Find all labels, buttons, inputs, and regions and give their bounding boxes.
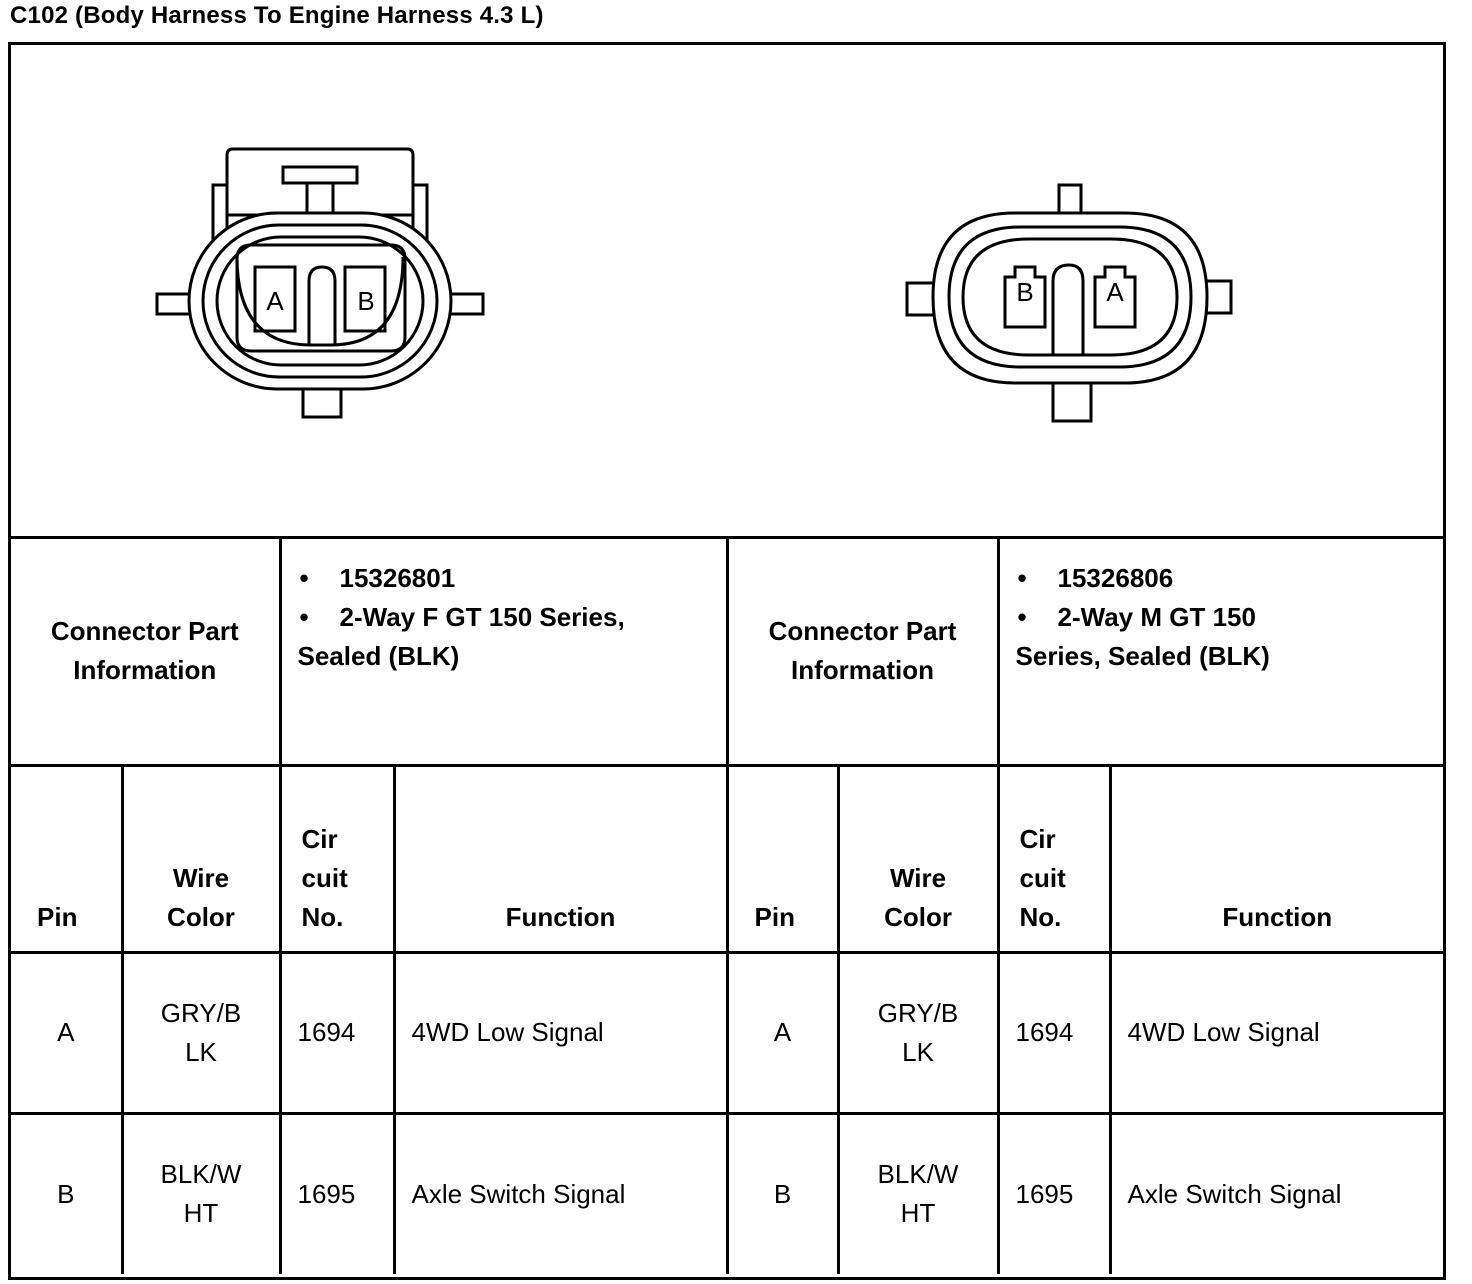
header-circuit-no: Cir cuit No.: [996, 763, 1112, 954]
pin-cell: B: [725, 1111, 840, 1274]
circuit-cell: 1695: [996, 1111, 1112, 1274]
function-cell: Axle Switch Signal: [1108, 1111, 1444, 1274]
connector-1-part-info: •15326801 •2-Way F GT 150 Series, Sealed…: [278, 539, 729, 767]
connector-2-part-info: •15326806 •2-Way M GT 150 Series, Sealed…: [996, 539, 1444, 767]
female-connector-drawing: [155, 147, 485, 419]
header-circuit-no: Cir cuit No.: [278, 763, 396, 954]
header-wire-color: Wire Color: [836, 763, 1000, 954]
male-connector-drawing: [905, 183, 1233, 423]
connector-diagram-area: A B B A: [11, 45, 1443, 539]
connector-1-description: 2-Way F GT 150 Series,: [339, 602, 625, 632]
function-cell: 4WD Low Signal: [1108, 950, 1444, 1115]
connector-sheet: A B B A Connec: [8, 42, 1446, 1280]
pin-cell: A: [725, 950, 840, 1115]
female-cavity-a-label: A: [266, 286, 284, 316]
pin-cell: B: [11, 1111, 124, 1274]
male-cavity-a-label: A: [1106, 277, 1124, 307]
pin-cell: A: [11, 950, 124, 1115]
connector-info-row: Connector Part Information •15326801 •2-…: [11, 539, 1444, 767]
male-cavity-b-label: B: [1016, 277, 1033, 307]
header-wire-color: Wire Color: [120, 763, 282, 954]
circuit-cell: 1694: [996, 950, 1112, 1115]
table-row: B BLK/W HT 1695 Axle Switch Signal B BLK…: [11, 1111, 1444, 1274]
connector-diagrams: A B B A: [155, 147, 1233, 423]
page-title: C102 (Body Harness To Engine Harness 4.3…: [10, 2, 544, 29]
header-pin: Pin: [11, 763, 124, 954]
header-function: Function: [392, 763, 729, 954]
connector-2-info-label: Connector Part Information: [725, 539, 1000, 767]
wire-color-cell: GRY/B LK: [836, 950, 1000, 1115]
wire-color-cell: BLK/W HT: [836, 1111, 1000, 1274]
table-header-row: Pin Wire Color Cir cuit No. Function Pin…: [11, 763, 1444, 954]
connector-1-info-label: Connector Part Information: [11, 539, 282, 767]
circuit-cell: 1695: [278, 1111, 396, 1274]
table-row: A GRY/B LK 1694 4WD Low Signal A GRY/B L…: [11, 950, 1444, 1115]
connector-1-part-number: 15326801: [339, 563, 456, 593]
connector-2-description: 2-Way M GT 150: [1057, 602, 1256, 632]
header-pin: Pin: [725, 763, 840, 954]
pinout-table: Connector Part Information •15326801 •2-…: [11, 539, 1444, 1274]
circuit-cell: 1694: [278, 950, 396, 1115]
header-function: Function: [1108, 763, 1444, 954]
wire-color-cell: BLK/W HT: [120, 1111, 282, 1274]
wire-color-cell: GRY/B LK: [120, 950, 282, 1115]
function-cell: 4WD Low Signal: [392, 950, 729, 1115]
function-cell: Axle Switch Signal: [392, 1111, 729, 1274]
connector-2-part-number: 15326806: [1057, 563, 1174, 593]
female-cavity-b-label: B: [357, 286, 374, 316]
